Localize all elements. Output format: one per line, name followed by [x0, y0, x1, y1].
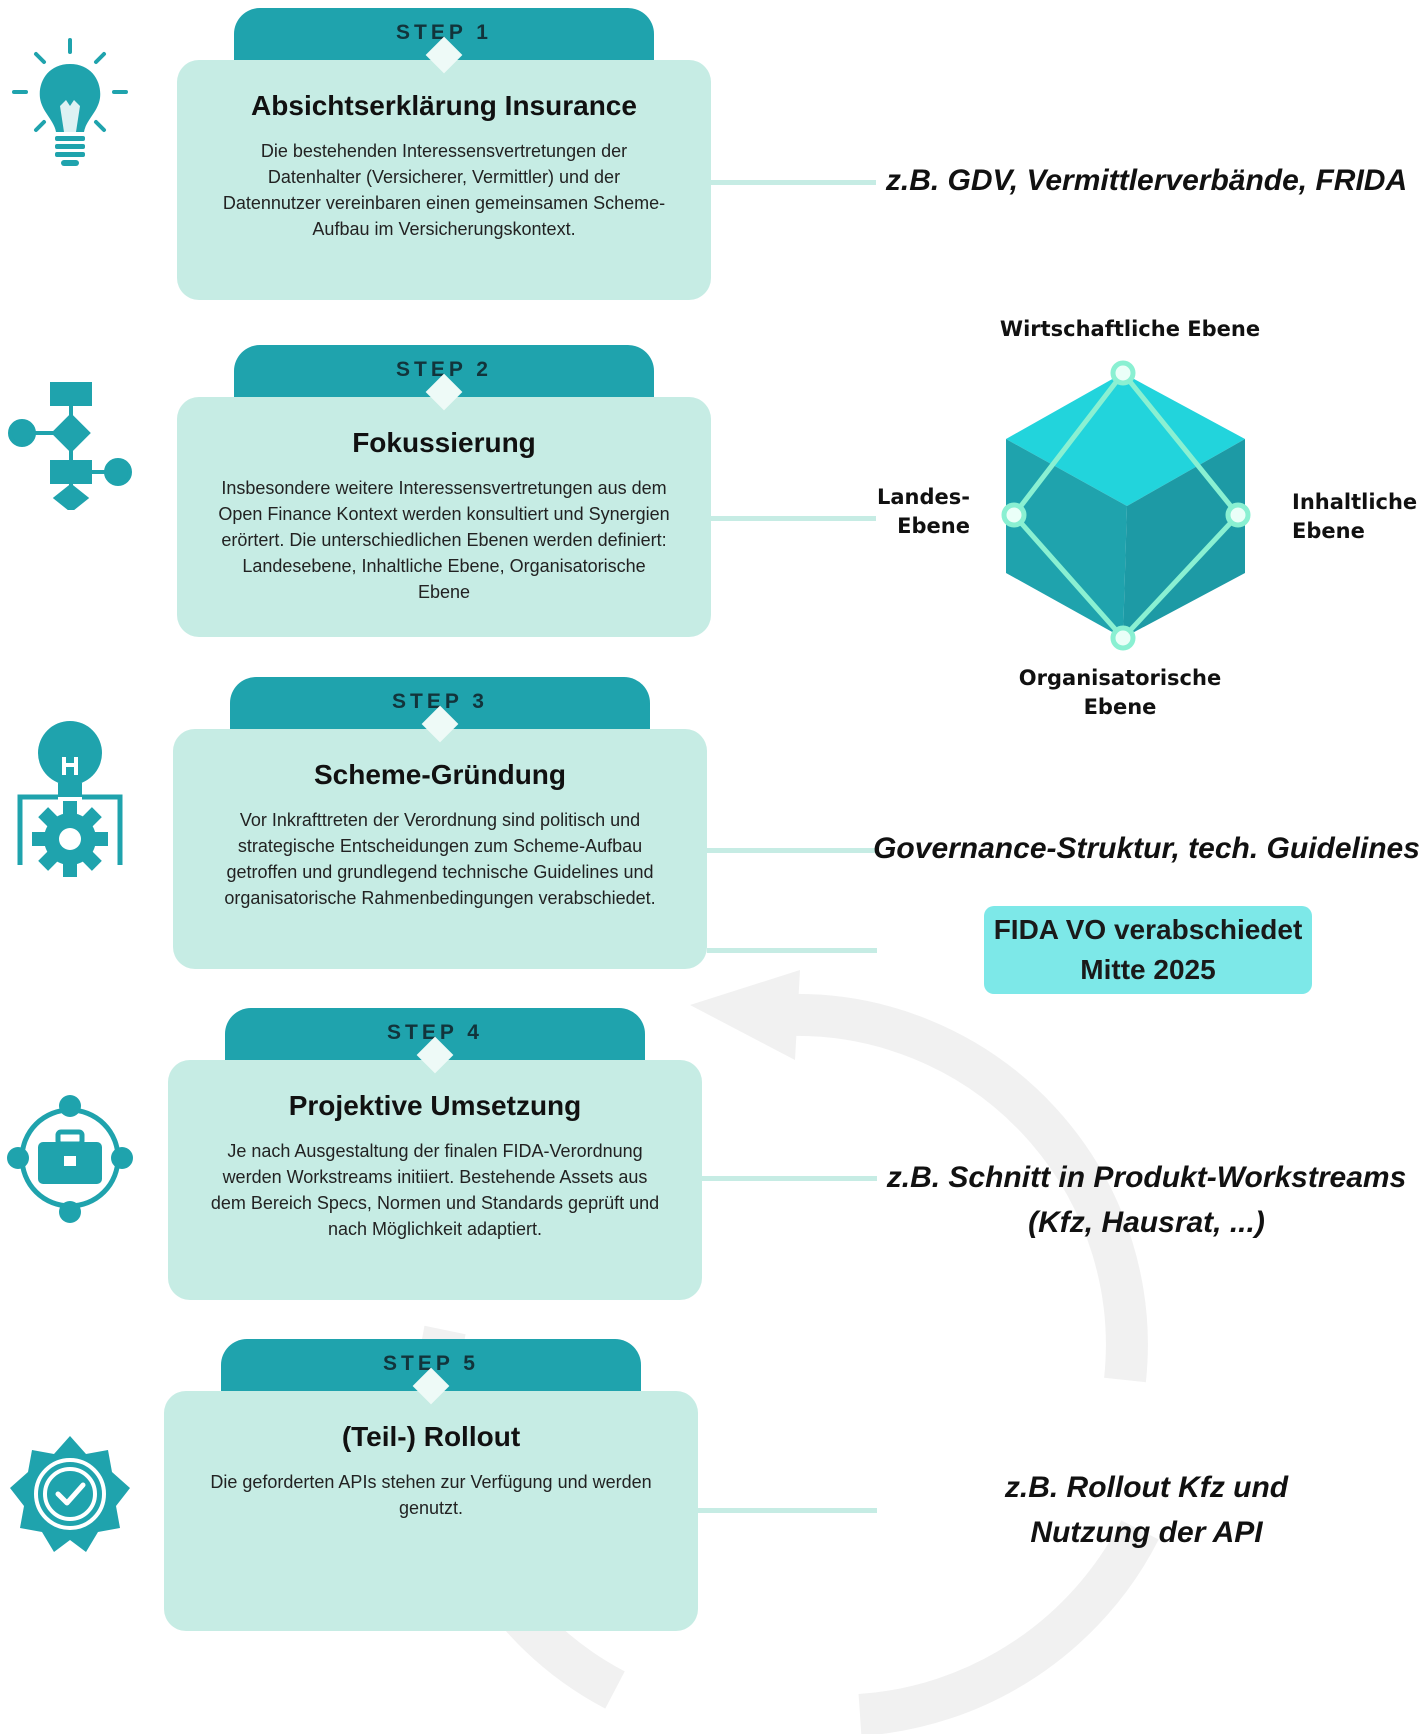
- lightbulb-icon: [12, 38, 128, 166]
- step-4-note: z.B. Schnitt in Produkt-Workstreams (Kfz…: [870, 1155, 1423, 1245]
- label-line: Inhaltliche: [1292, 490, 1418, 514]
- step-4-card: Projektive Umsetzung Je nach Ausgestaltu…: [168, 1036, 702, 1300]
- step-body: Die bestehenden Interessensvertretungen …: [222, 141, 666, 239]
- step-title: Scheme-Gründung: [313, 759, 566, 790]
- connector-line: [698, 1508, 877, 1513]
- connector-line: [702, 1176, 877, 1181]
- label-line: Ebene: [1083, 695, 1157, 719]
- label-line: Organisatorische: [1018, 666, 1222, 690]
- step-3-note: Governance-Struktur, tech. Guidelines: [873, 832, 1420, 865]
- note-line: (Kfz, Hausrat, ...): [1028, 1206, 1265, 1239]
- step-title: Fokussierung: [352, 427, 536, 458]
- step-title: Projektive Umsetzung: [288, 1090, 582, 1121]
- connector-line: [707, 948, 877, 953]
- cube-label-right: Inhaltliche Ebene: [1292, 488, 1423, 546]
- step-body: Die geforderten APIs stehen zur Verfügun…: [210, 1472, 652, 1518]
- label-line: Ebene: [1292, 519, 1365, 543]
- label-line: Ebene: [897, 514, 970, 538]
- note-line: z.B. Rollout Kfz und: [1004, 1471, 1289, 1504]
- step-label: STEP 3: [392, 690, 488, 713]
- node-left: [1001, 502, 1027, 528]
- step-title: Absichtserklärung Insurance: [251, 90, 637, 121]
- step-label: STEP 1: [396, 21, 492, 44]
- label-line: Landes-: [877, 485, 970, 509]
- briefcase-network-icon: [7, 1095, 133, 1223]
- node-top: [1110, 360, 1136, 386]
- cube-label-bottom: Organisatorische Ebene: [990, 664, 1250, 722]
- check-badge-icon: [10, 1436, 130, 1552]
- step-body: Insbesondere weitere Interessensvertretu…: [218, 478, 670, 602]
- step-label: STEP 4: [387, 1021, 483, 1044]
- step-2-card: Fokussierung Insbesondere weitere Intere…: [177, 373, 711, 637]
- idea-gear-icon: [17, 721, 123, 877]
- badge-line: FIDA VO verabschiedet: [993, 914, 1303, 945]
- step-5-card: (Teil-) Rollout Die geforderten APIs ste…: [164, 1367, 698, 1631]
- levels-cube-diagram: [1001, 360, 1251, 651]
- badge-line: Mitte 2025: [1080, 954, 1216, 985]
- node-right: [1225, 502, 1251, 528]
- note-line: z.B. Schnitt in Produkt-Workstreams: [886, 1161, 1407, 1194]
- step-5-note: z.B. Rollout Kfz und Nutzung der API: [870, 1465, 1423, 1555]
- cube-label-left: Landes- Ebene: [850, 483, 970, 541]
- cube-label-top: Wirtschaftliche Ebene: [999, 317, 1261, 341]
- connector-line: [707, 848, 877, 853]
- step-title: (Teil-) Rollout: [341, 1421, 521, 1452]
- fida-status-badge: FIDA VO verabschiedet Mitte 2025: [984, 906, 1312, 994]
- flowchart-icon: [8, 382, 132, 510]
- connector-line: [711, 516, 876, 521]
- step-body: Je nach Ausgestaltung der finalen FIDA-V…: [210, 1141, 660, 1239]
- step-label: STEP 2: [396, 358, 492, 381]
- connector-line: [711, 180, 876, 185]
- step-3-card: Scheme-Gründung Vor Inkrafttreten der Ve…: [173, 705, 707, 969]
- step-body: Vor Inkrafttreten der Verordnung sind po…: [224, 810, 656, 908]
- step-label: STEP 5: [383, 1352, 479, 1375]
- cube-top-face: [1006, 373, 1245, 506]
- step-1-card: Absichtserklärung Insurance Die bestehen…: [177, 36, 711, 300]
- step-1-note: z.B. GDV, Vermittlerverbände, FRIDA: [885, 164, 1408, 197]
- note-line: Nutzung der API: [1030, 1516, 1263, 1549]
- node-bottom: [1110, 625, 1136, 651]
